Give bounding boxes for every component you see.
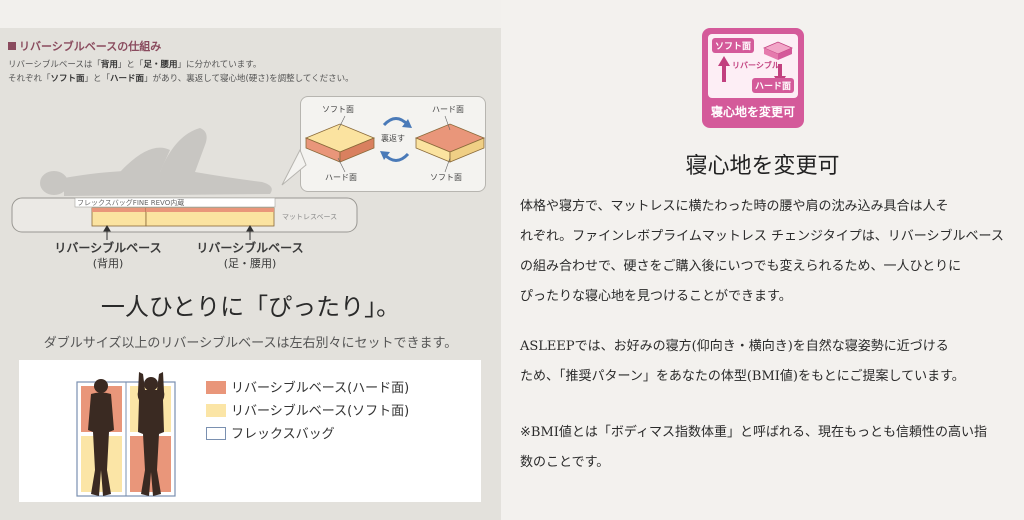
flip-word-label: 裏返す [381,134,405,143]
right-paragraph-1: 体格や寝方で、マットレスに横たわった時の腰や肩の沈み込み具合は人そ れぞれ。ファ… [520,199,1004,304]
legend-swatch-soft [206,404,226,417]
flexbag-strip [74,197,276,208]
hard-top-block-icon [414,123,486,163]
flip-hard-top-label: ハード面 [432,105,464,114]
badge-text: 寝心地を変更可 [710,105,795,119]
base-leg-label: リバーシブルベース (足・腰用) [196,241,304,270]
lying-person-icon [40,128,272,196]
right-paragraph-2: ASLEEPでは、お好みの寝方(仰向き・横向き)を自然な寝姿勢に近づける ため、… [520,339,965,384]
flip-arrows-icon [380,117,412,162]
legend-item-soft: リバーシブルベース(ソフト面) [206,403,409,421]
right-title: 寝心地を変更可 [685,154,840,179]
up-arrow-icon [103,225,254,240]
desc-line-1: リバーシブルベースは「背用」と「足・腰用」に分かれています。 [8,60,262,70]
base-back-label: リバーシブルベース (背用) [54,241,162,270]
standing-person-arms-up-icon [137,372,165,496]
reversible-badge-icon: ソフト面 リバーシブル ハード面 寝心地を変更可 [702,28,804,128]
section-title: リバーシブルベースの仕組み [8,38,161,54]
desc-line-2: それぞれ「ソフト面」と「ハード面」があり、裏返して寝心地(硬さ)を調整してくださ… [8,74,354,84]
standing-person-icon [88,379,114,496]
soft-top-block-icon [304,123,376,163]
flip-soft-top-label: ソフト面 [322,105,354,114]
left-headline: 一人ひとりに「ぴったり」。 [100,293,401,321]
flip-hard-bottom-label: ハード面 [325,173,357,182]
mattress-base-label: マットレスベース [282,213,338,221]
left-subline: ダブルサイズ以上のリバーシブルベースは左右別々にセットできます。 [43,336,458,351]
badge-inner: ソフト面 リバーシブル ハード面 [708,34,798,98]
bed-layout-illustration [76,372,176,497]
flip-soft-bottom-label: ソフト面 [430,173,462,182]
legend-item-flexbag: フレックスバッグ [206,426,335,444]
fine-revo-label: フレックスバッグFINE REVO内蔵 [77,199,185,207]
section-description: リバーシブルベースは「背用」と「足・腰用」に分かれています。 それぞれ「ソフト面… [8,58,354,86]
legend-swatch-hard [206,381,226,394]
right-paragraph-3: ※BMI値とは「ボディマス指数体重」と呼ばれる、現在もっとも信頼性の高い指 数の… [520,425,987,470]
legend-box: リバーシブルベース(ハード面) リバーシブルベース(ソフト面) フレックスバッグ [19,360,481,502]
bubble-tail [281,148,307,186]
legend-item-hard: リバーシブルベース(ハード面) [206,380,409,398]
legend-swatch-flexbag [206,427,226,440]
